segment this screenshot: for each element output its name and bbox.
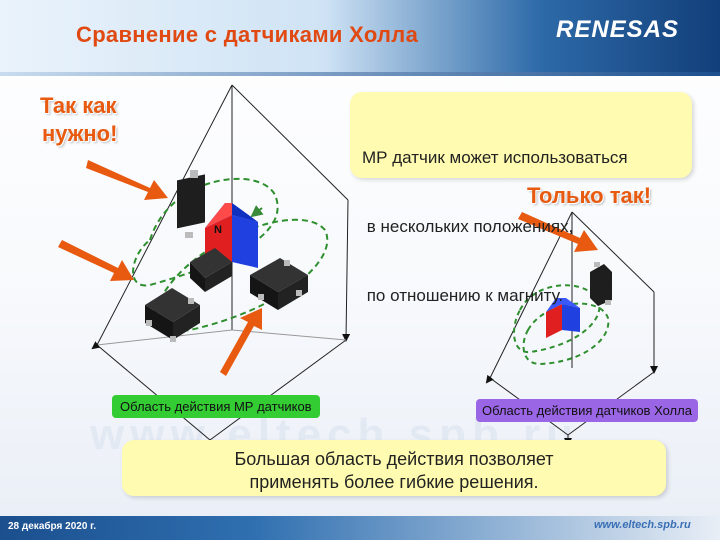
slide-title: Сравнение с датчиками Холла [76,22,419,47]
hall-magnet [546,298,580,338]
axis-line [209,339,347,441]
callout-line: нужно! [42,121,118,146]
footer-bar [0,516,720,540]
mr-sensor-chip-middle [190,248,232,292]
conclusion-line: применять более гибкие решения. [249,472,539,492]
axis-line [96,344,211,441]
mr-area-label: Область действия МР датчиков [112,395,320,418]
hall-area-label: Область действия датчиков Холла [476,399,698,422]
orange-arrows [58,160,262,376]
axis-line [489,211,573,379]
field-loop [513,284,601,354]
footer-date: 28 декабря 2020 г. [8,521,97,532]
footer-website: www.eltech.spb.ru [594,519,691,531]
info-line: по отношению к магниту. [362,286,564,305]
field-loop [132,177,279,287]
mr-sensor-chip-top [177,170,205,238]
axis-line [485,374,494,384]
info-box: МР датчик может использоваться в несколь… [350,92,692,305]
orange-arrow [220,308,262,376]
axis-line [231,329,347,341]
hall-sensor-chip [590,262,612,306]
info-line: МР датчик может использоваться [362,148,628,167]
axis-line [571,211,655,293]
orange-arrow [518,212,598,252]
orange-arrow [58,240,134,281]
header-divider [0,72,720,76]
callout-line: Так как [40,93,117,118]
callout-so-needed: Так как нужно! [40,92,117,148]
axis-line [96,329,233,346]
mr-sensor-chip-right [250,258,308,310]
field-arrow [250,205,264,218]
orange-arrow [86,160,168,200]
callout-only-so: Только так! [527,183,652,208]
axis-line [342,199,351,342]
conclusion-line: Большая область действия позволяет [234,449,554,469]
info-line: в нескольких положениях, [362,217,574,236]
axis-line [231,84,349,201]
renesas-logo: RENESAS [556,16,680,43]
conclusion-box: Большая область действия позволяет приме… [122,440,666,496]
header-bar [0,0,720,72]
magnet-pole-label: N [214,224,222,236]
axis-line [96,84,233,346]
mr-sensor-chip-left [145,288,200,342]
axis-line [91,341,101,350]
